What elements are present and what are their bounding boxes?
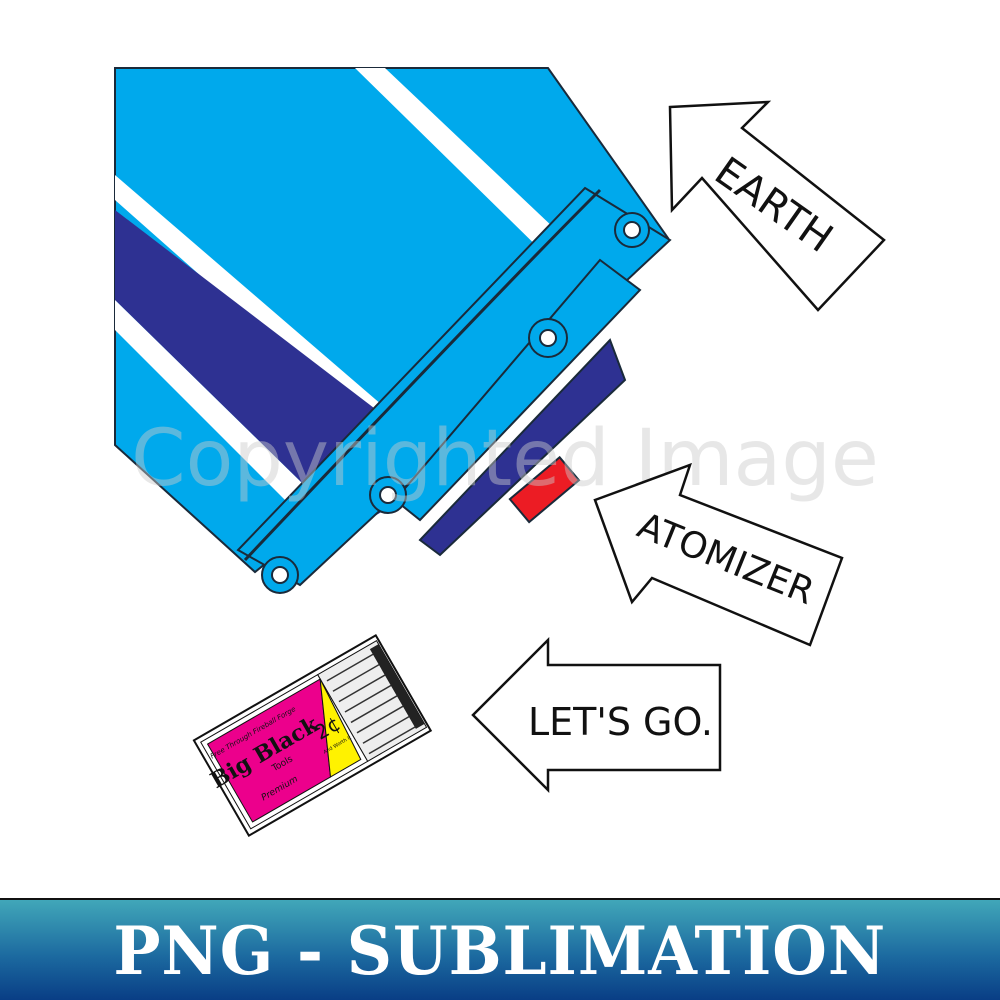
banner-text: PNG - SUBLIMATION — [113, 912, 887, 990]
cylinder — [114, 67, 672, 587]
arrow-earth: EARTH — [668, 100, 886, 312]
red-cap — [508, 455, 581, 524]
illustration: Copyrighted Image EARTH ATOMIZER LET'S G… — [114, 67, 886, 837]
matchbox: Free Through Fireball Forge Big Black To… — [192, 634, 433, 837]
banner: PNG - SUBLIMATION — [0, 898, 1000, 1000]
watermark: Copyrighted Image — [131, 414, 879, 504]
arrow-lets-go: LET'S GO. — [471, 636, 722, 794]
arrow-lets-go-label: LET'S GO. — [528, 700, 713, 744]
bolts — [261, 212, 650, 594]
